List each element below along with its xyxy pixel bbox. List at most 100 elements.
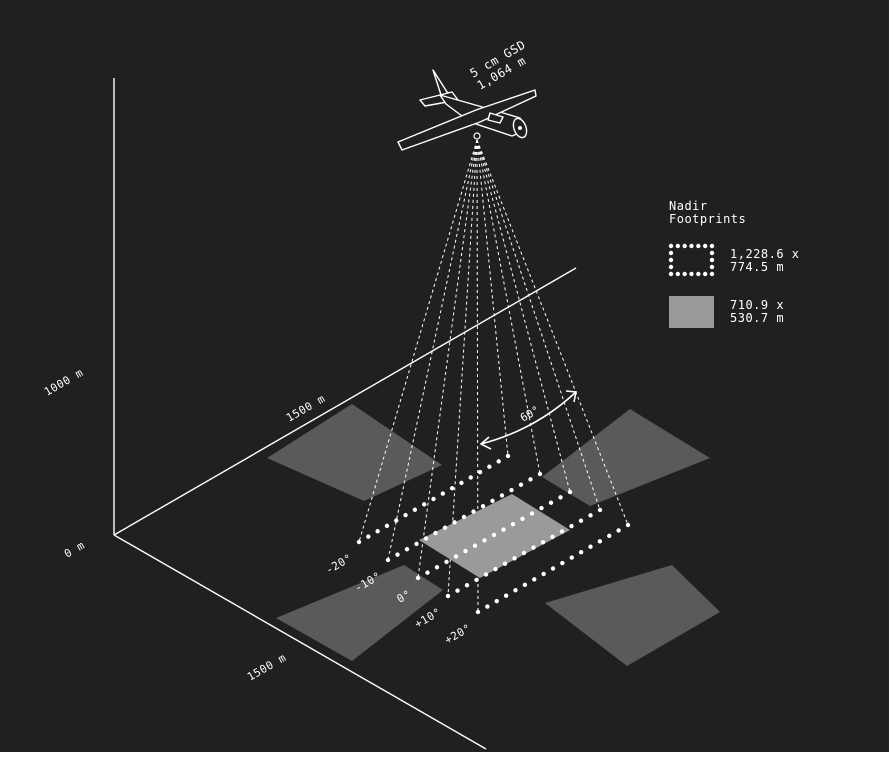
tilt-angle-label: +20° <box>442 621 473 647</box>
footprint-dot <box>471 509 476 514</box>
legend-filled-swatch <box>669 296 714 328</box>
footprint-dot <box>496 459 501 464</box>
sensor-point <box>473 132 481 140</box>
footprint-dot <box>588 513 593 518</box>
legend-dot <box>709 264 715 270</box>
footprint-dot <box>375 529 380 534</box>
swath-angle-indicator <box>479 390 577 450</box>
legend: Nadir Footprints 1,228.6 x 774.5 m 710.9… <box>668 199 800 328</box>
footprint-dot <box>490 498 495 504</box>
legend-dot <box>668 250 674 256</box>
footprint-dot <box>366 534 371 539</box>
footprint-dot <box>616 528 621 533</box>
footprint-dot <box>625 522 631 528</box>
footprint-dot <box>474 577 479 583</box>
sensor-ray <box>476 139 479 613</box>
footprint-dot <box>431 496 436 502</box>
footprint-dot <box>528 477 533 482</box>
footprint-dot <box>487 464 492 469</box>
footprint-dot <box>529 511 535 516</box>
footprint-dot <box>532 577 537 582</box>
tilt-angle-label: -20° <box>323 551 354 577</box>
footprint-dot-rows <box>356 453 631 615</box>
footprint-dot <box>395 552 400 557</box>
footprint-dot <box>521 550 527 556</box>
footprint-dot <box>578 518 584 523</box>
footprint-dot <box>537 471 543 477</box>
legend-dotted-line1: 1,228.6 x <box>730 247 800 261</box>
footprint-dot <box>501 527 506 532</box>
footprint-dot <box>560 560 565 566</box>
footprint-dot <box>502 561 508 566</box>
footprint-dot <box>449 486 455 491</box>
footprint-dot <box>421 502 427 507</box>
footprint-dot <box>522 582 528 588</box>
sensor-ray <box>476 139 601 511</box>
footprint-dot <box>548 500 554 505</box>
legend-filled-line1: 710.9 x <box>730 298 784 312</box>
footprint-dot <box>512 556 517 561</box>
legend-title-line1: Nadir <box>669 199 708 213</box>
footprint-dot <box>597 539 603 544</box>
footprint-dot <box>384 523 390 529</box>
tilt-angle-label: 0° <box>395 587 414 605</box>
legend-dot <box>682 271 687 277</box>
footprint-dot <box>444 559 449 565</box>
legend-dot <box>682 243 687 249</box>
footprint-dot <box>485 604 490 609</box>
footprint-dot <box>499 493 505 498</box>
footprint-dot <box>569 523 574 529</box>
footprint-dot <box>404 547 410 552</box>
footprint-dot <box>531 545 536 550</box>
footprint-dot <box>518 482 524 487</box>
legend-dot <box>709 257 715 263</box>
footprint-dot <box>440 491 446 496</box>
vertical-top-label: 1000 m <box>42 366 86 399</box>
legend-dot <box>709 250 715 256</box>
legend-title-line2: Footprints <box>669 212 746 226</box>
legend-dot <box>668 264 674 270</box>
footprint-dot <box>434 565 440 570</box>
footprint-dot <box>559 529 565 534</box>
footprint-dot <box>414 541 419 547</box>
footprint-dot <box>425 570 430 575</box>
footprint-dot <box>445 593 451 599</box>
sensor-ray <box>447 139 478 597</box>
legend-dot <box>702 243 708 249</box>
legend-dot <box>675 243 681 249</box>
legend-dot <box>702 271 708 277</box>
legend-dot <box>709 271 715 277</box>
legend-dot <box>668 257 674 263</box>
width-axis <box>113 534 487 750</box>
footprint-dot <box>452 520 457 525</box>
footprint-dot <box>505 453 511 459</box>
legend-dot <box>689 243 694 249</box>
footprint-dot <box>482 538 487 543</box>
footprint-back-left <box>267 404 442 501</box>
footprint-dot <box>403 512 408 518</box>
footprint-dot <box>455 588 460 593</box>
footprint-dot <box>472 543 478 548</box>
footprint-dot <box>453 554 459 559</box>
depth-axis <box>113 267 577 536</box>
footprint-dot <box>491 532 497 538</box>
footprint-dot <box>510 522 516 527</box>
footprint-dot <box>477 469 483 475</box>
legend-dot <box>709 243 715 249</box>
footprint-dot <box>607 533 612 539</box>
footprint-dot <box>569 555 574 560</box>
footprint-dot <box>461 514 467 520</box>
swath-angle-label: 60° <box>518 403 542 424</box>
footprint-dot <box>385 557 391 563</box>
footprint-dot <box>597 507 603 513</box>
footprint-dot <box>493 566 498 572</box>
sensor-ray <box>476 139 541 475</box>
footprint-dot <box>475 609 481 615</box>
legend-dot <box>675 271 681 277</box>
footprint-dot <box>558 495 563 500</box>
sensor-ray <box>476 139 571 493</box>
legend-dotted-swatch <box>668 243 715 277</box>
legend-dot <box>668 243 674 249</box>
footprint-dot <box>442 525 448 530</box>
